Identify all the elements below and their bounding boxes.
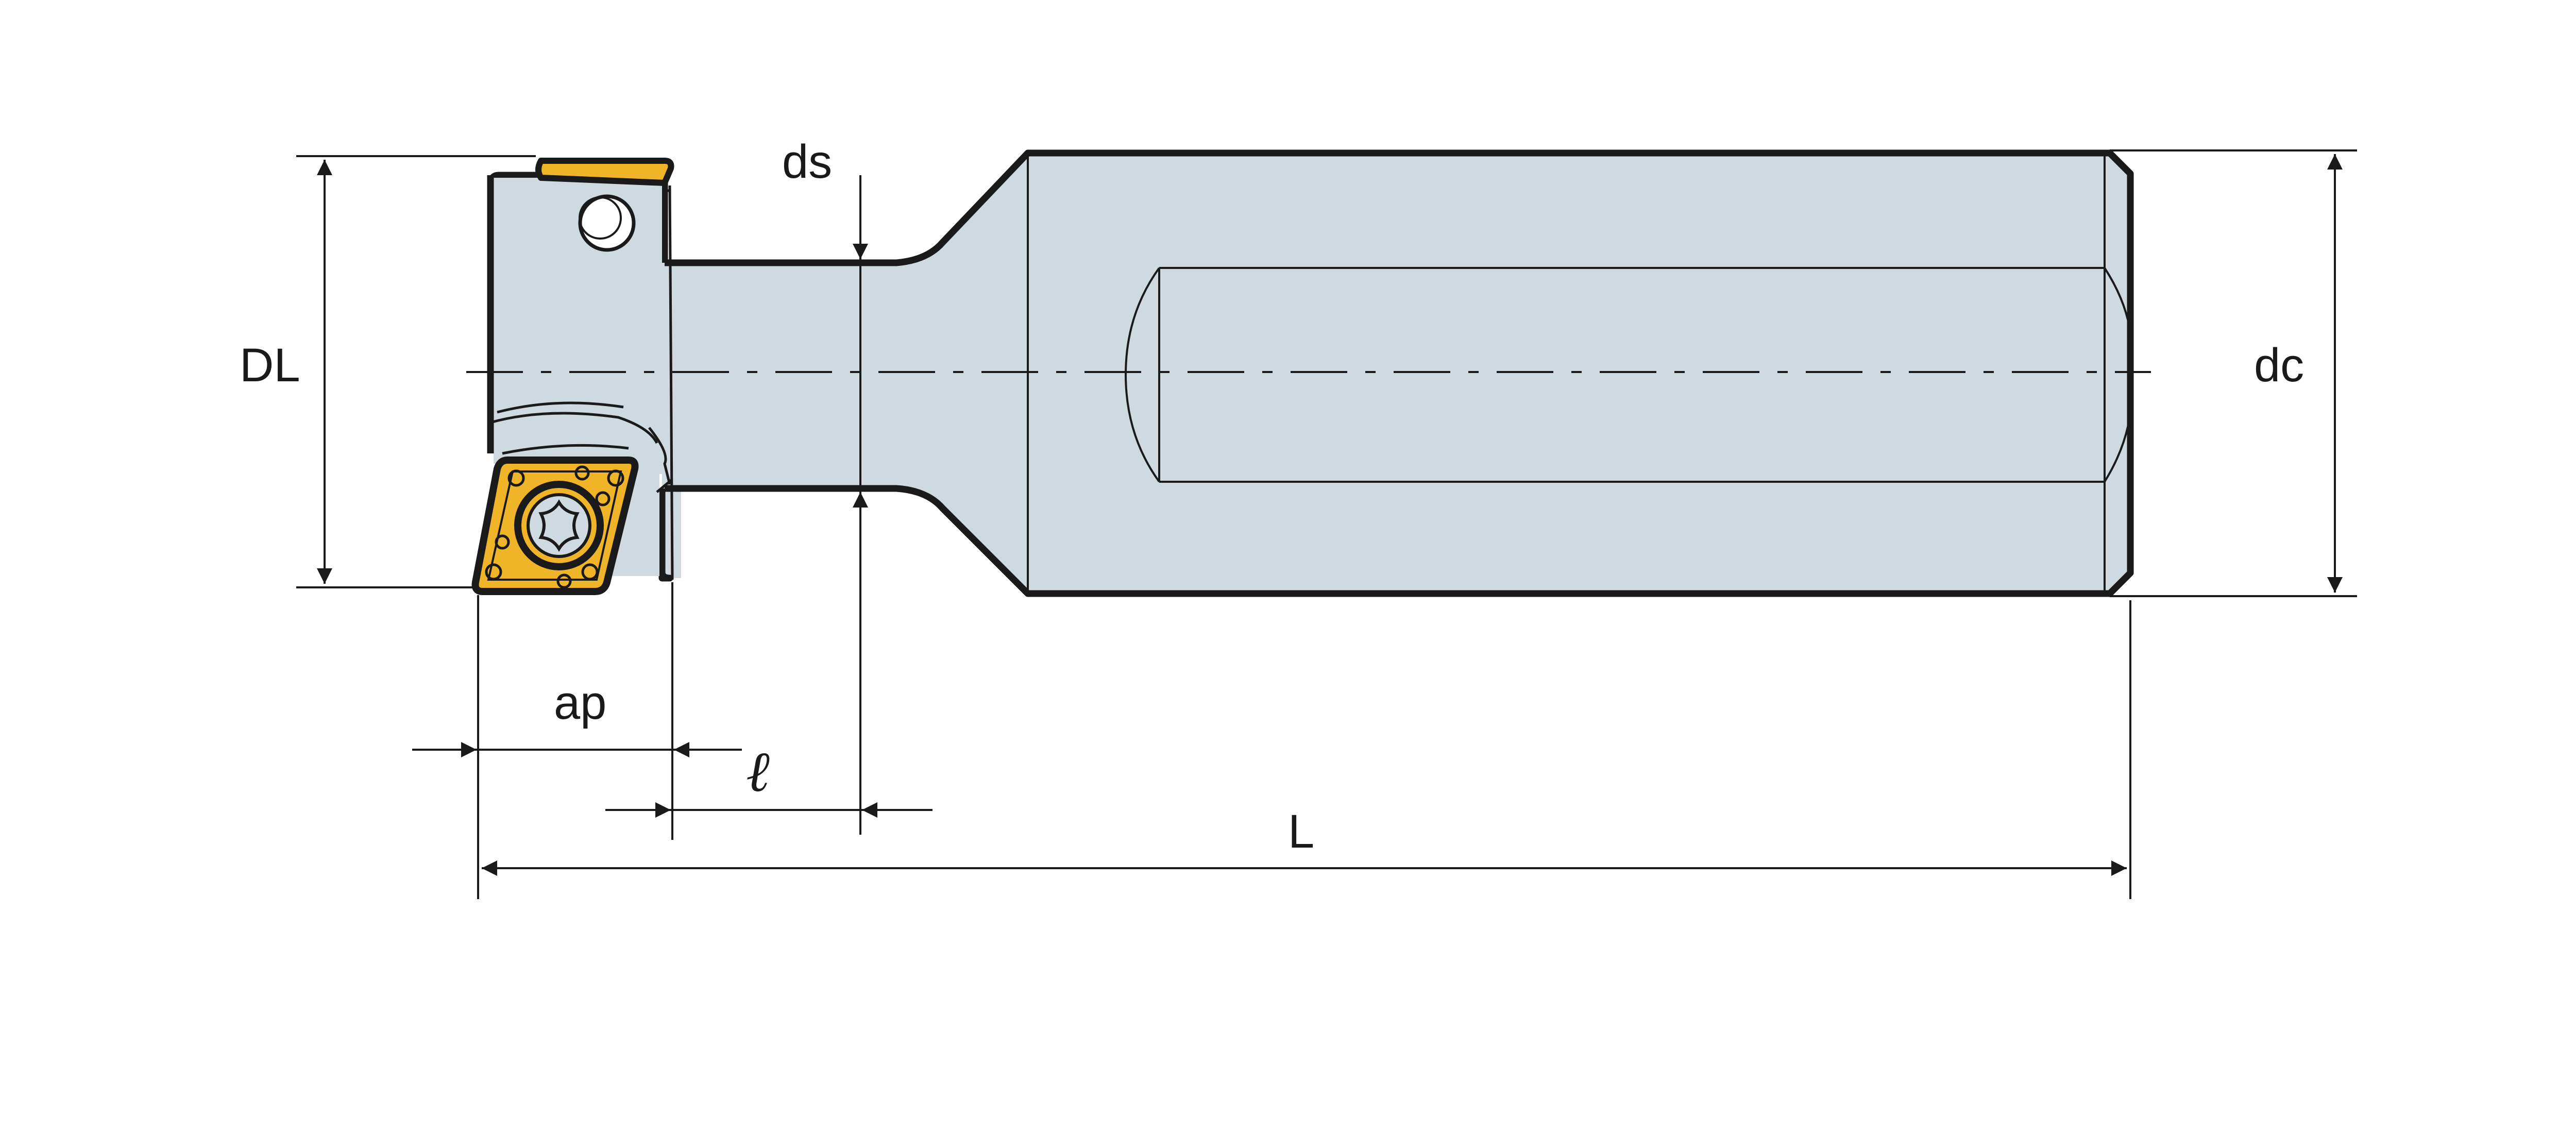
dc-label: dc (2254, 339, 2304, 392)
chip-pocket-lines (490, 185, 674, 580)
flat-end-curve (1124, 267, 1160, 483)
ap-label: ap (554, 677, 606, 729)
top-insert (535, 158, 674, 186)
dl-label: DL (240, 339, 300, 392)
ds-label: ds (782, 136, 832, 188)
head-hole (578, 194, 636, 252)
head-hole-inner (579, 196, 622, 240)
L-label: L (1288, 805, 1314, 858)
torx-screw-icon (514, 481, 604, 570)
shank-body (494, 153, 2130, 594)
l-label: ℓ (746, 738, 770, 804)
